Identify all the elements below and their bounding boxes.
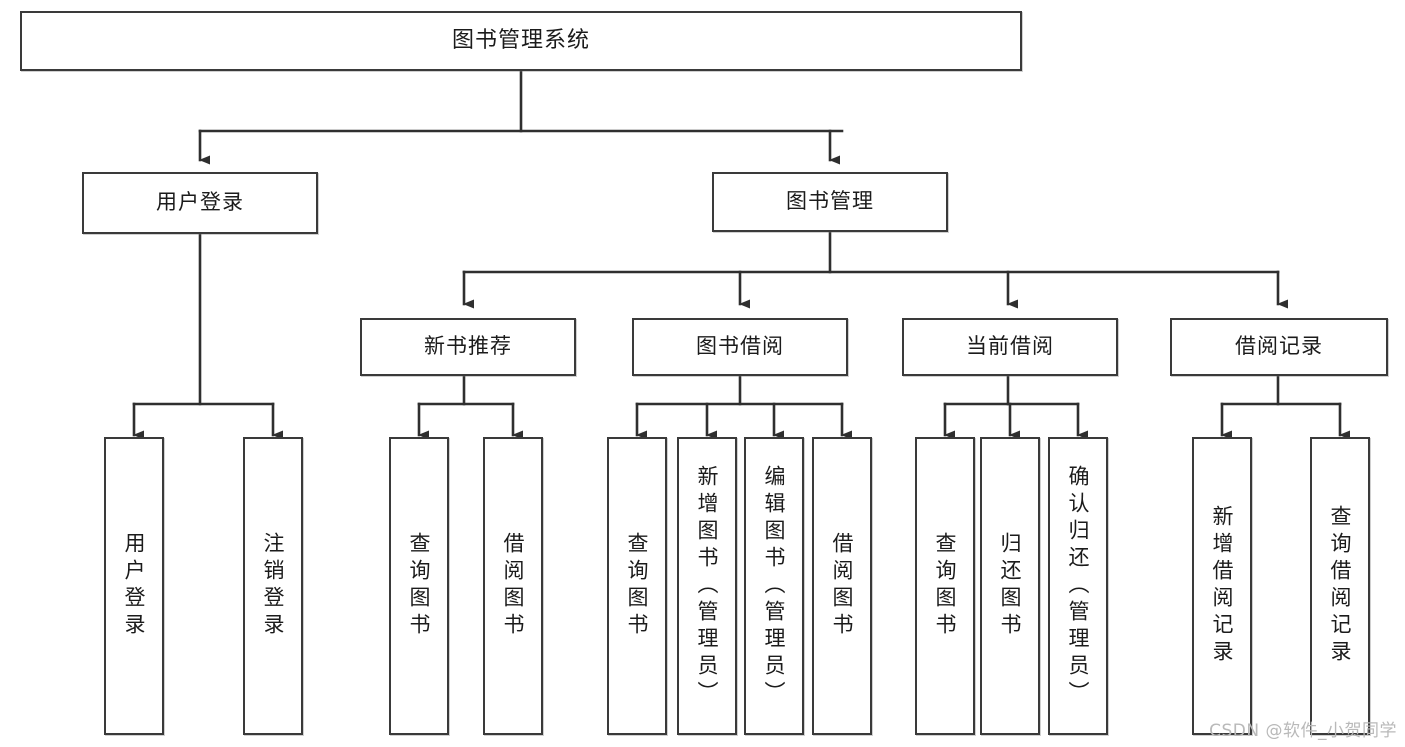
- node-label: 查询图书: [625, 532, 650, 640]
- node-leaf-user-login[interactable]: 用户登录: [104, 437, 164, 735]
- node-label: 新增借阅记录: [1210, 505, 1235, 667]
- node-leaf-return-book[interactable]: 归还图书: [980, 437, 1040, 735]
- node-label: 编辑图书（管理员）: [762, 464, 787, 708]
- node-label: 查询图书: [407, 532, 432, 640]
- node-label: 借阅记录: [1235, 334, 1323, 359]
- node-user-login[interactable]: 用户登录: [82, 172, 318, 234]
- node-label: 图书管理: [786, 189, 874, 214]
- node-label: 图书借阅: [696, 334, 784, 359]
- node-label: 确认归还（管理员）: [1066, 464, 1091, 708]
- node-label: 注销登录: [261, 532, 286, 640]
- node-label: 当前借阅: [966, 334, 1054, 359]
- node-label: 图书管理系统: [451, 27, 590, 53]
- node-leaf-query-borrow-record[interactable]: 查询借阅记录: [1310, 437, 1370, 735]
- node-book-manage[interactable]: 图书管理: [712, 172, 948, 232]
- node-leaf-confirm-return[interactable]: 确认归还（管理员）: [1048, 437, 1108, 735]
- node-label: 借阅图书: [501, 532, 526, 640]
- node-borrow-record[interactable]: 借阅记录: [1170, 318, 1388, 376]
- node-current-borrow[interactable]: 当前借阅: [902, 318, 1118, 376]
- node-leaf-query-book-recommend[interactable]: 查询图书: [389, 437, 449, 735]
- node-book-borrow[interactable]: 图书借阅: [632, 318, 848, 376]
- node-leaf-query-book-current[interactable]: 查询图书: [915, 437, 975, 735]
- node-label: 归还图书: [998, 532, 1023, 640]
- node-leaf-add-borrow-record[interactable]: 新增借阅记录: [1192, 437, 1252, 735]
- node-label: 借阅图书: [830, 532, 855, 640]
- node-new-book-recommend[interactable]: 新书推荐: [360, 318, 576, 376]
- node-leaf-borrow-book-recommend[interactable]: 借阅图书: [483, 437, 543, 735]
- node-leaf-borrow-book[interactable]: 借阅图书: [812, 437, 872, 735]
- node-label: 用户登录: [156, 190, 244, 215]
- node-label: 查询图书: [933, 532, 958, 640]
- node-root-book-management-system[interactable]: 图书管理系统: [20, 11, 1022, 71]
- node-label: 新增图书（管理员）: [695, 464, 720, 708]
- node-leaf-query-book-borrow[interactable]: 查询图书: [607, 437, 667, 735]
- node-label: 用户登录: [122, 532, 147, 640]
- node-label: 新书推荐: [424, 334, 512, 359]
- node-leaf-user-logout[interactable]: 注销登录: [243, 437, 303, 735]
- node-label: 查询借阅记录: [1328, 505, 1353, 667]
- csdn-watermark: CSDN @软件_小贺同学: [1209, 721, 1397, 741]
- node-leaf-edit-book[interactable]: 编辑图书（管理员）: [744, 437, 804, 735]
- node-leaf-add-book[interactable]: 新增图书（管理员）: [677, 437, 737, 735]
